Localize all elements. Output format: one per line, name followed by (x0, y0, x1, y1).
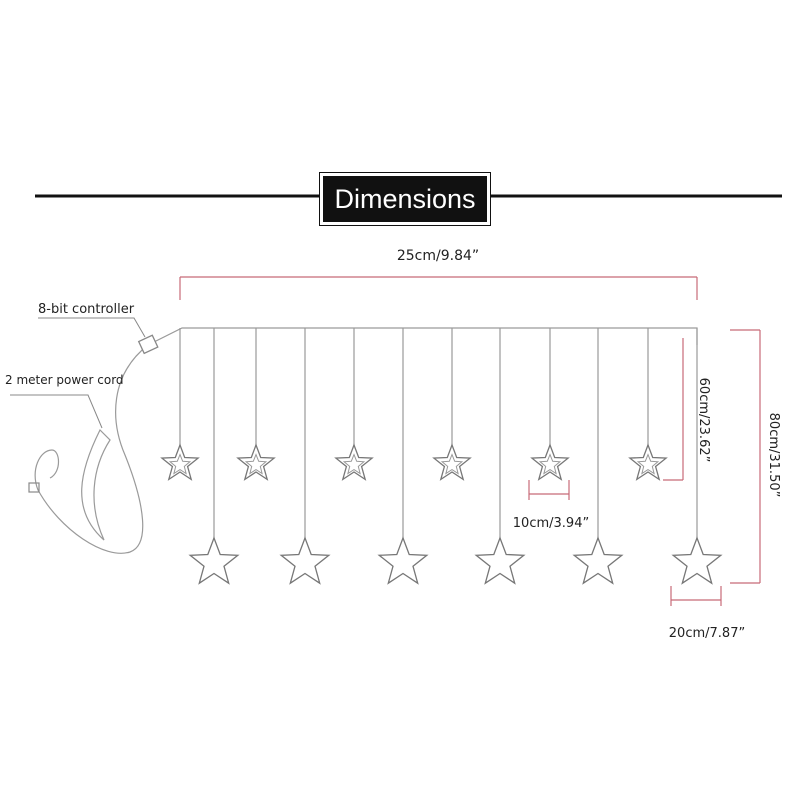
cord-curl (81, 428, 111, 541)
large-star-icon (188, 536, 240, 585)
short-drop-dimension (663, 338, 684, 481)
small-star-icon-inner (244, 453, 268, 475)
small-star-label: 10cm/3.94” (513, 516, 589, 531)
small-star-icon (432, 443, 472, 481)
controller-leader (38, 317, 146, 338)
small-star-icon-inner (538, 453, 562, 475)
power-cord-label: 2 meter power cord (5, 373, 124, 387)
small-star-icon-inner (440, 453, 464, 475)
small-star-icon-inner (168, 453, 192, 475)
plug-icon (28, 482, 40, 493)
width-dimension (179, 276, 698, 300)
controller-label: 8-bit controller (38, 302, 135, 317)
top-wire (147, 327, 698, 346)
small-star-icon (236, 443, 276, 481)
long-drop-dimension (730, 329, 761, 584)
large-star-icon (572, 536, 624, 585)
small-star-dimension (528, 480, 570, 500)
large-star-icon (377, 536, 429, 585)
large-star-label: 20cm/7.87” (669, 626, 745, 641)
cord-leader (10, 394, 103, 429)
title-banner: Dimensions (320, 173, 490, 225)
small-star-icon (628, 443, 668, 481)
small-star-icon (334, 443, 374, 481)
small-star-icon (530, 443, 570, 481)
small-star-icon-inner (342, 453, 366, 475)
power-cord (34, 344, 149, 554)
strands (160, 328, 723, 585)
width-label: 25cm/9.84” (397, 248, 479, 264)
large-star-icon (279, 536, 331, 585)
large-star-dimension (670, 586, 722, 606)
large-star-icon (474, 536, 526, 585)
small-star-icon (160, 443, 200, 481)
small-star-icon-inner (636, 453, 660, 475)
large-star-icon (671, 536, 723, 585)
long-drop-label: 80cm/31.50” (766, 413, 781, 498)
controller-box-icon (137, 334, 159, 355)
short-drop-label: 60cm/23.62” (696, 378, 711, 463)
page-title: Dimensions (334, 183, 476, 214)
